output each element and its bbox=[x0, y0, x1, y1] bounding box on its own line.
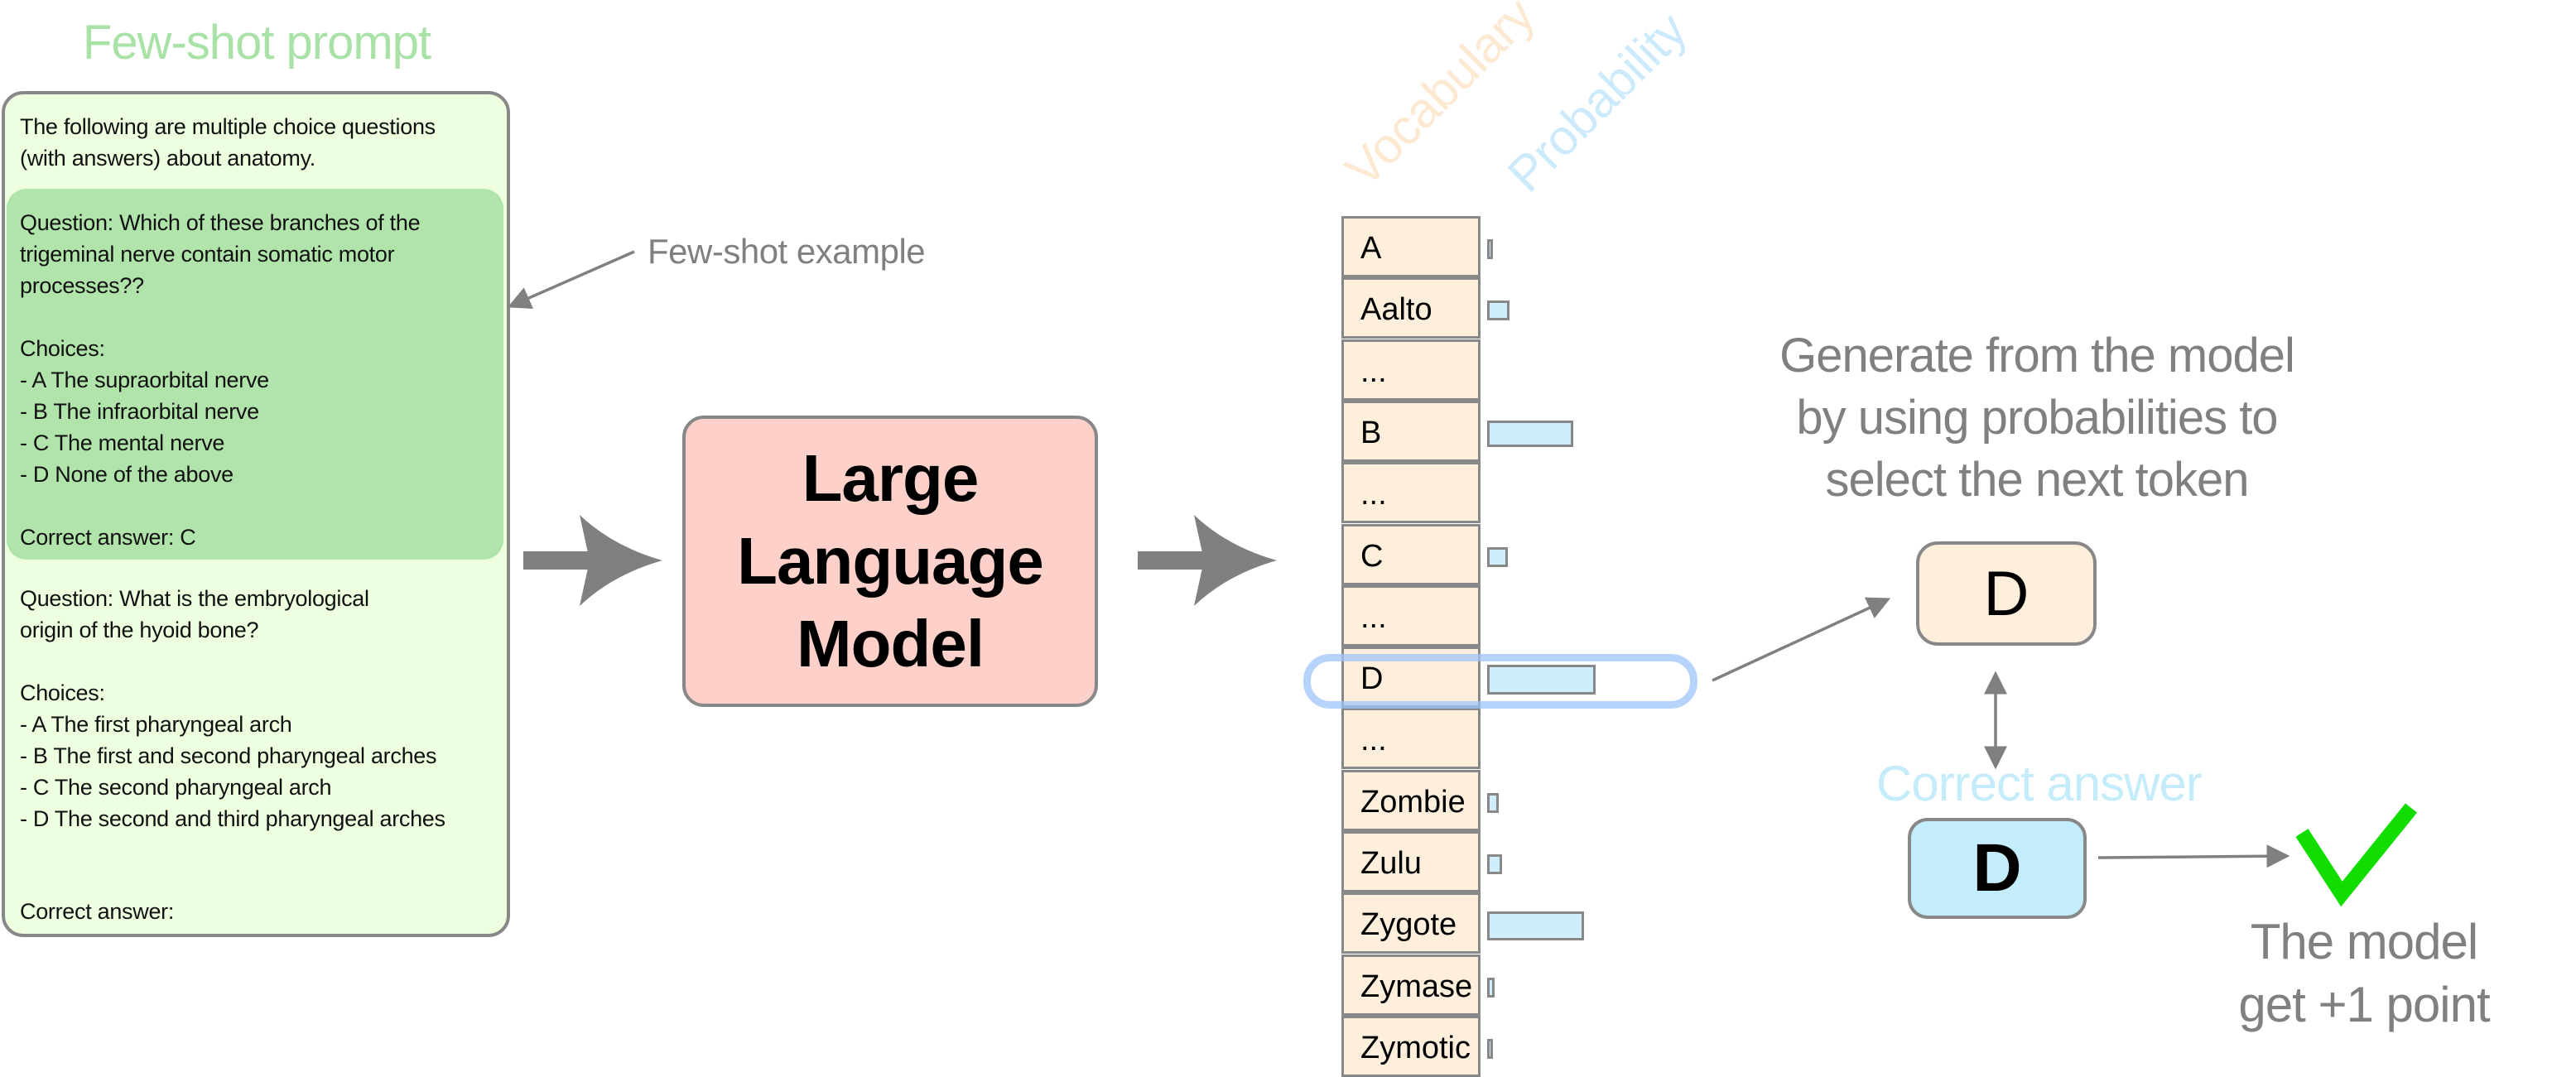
vocab-token: B bbox=[1360, 415, 1382, 450]
query-choice: - B The first and second pharyngeal arch… bbox=[20, 743, 437, 768]
vocab-token: Zulu bbox=[1360, 846, 1422, 881]
query-choice: - A The first pharyngeal arch bbox=[20, 712, 292, 737]
vocab-token: ... bbox=[1360, 477, 1387, 512]
few-shot-prompt-title: Few-shot prompt bbox=[82, 16, 431, 70]
query-answer-prompt: Correct answer: bbox=[20, 899, 175, 924]
vocab-row: Aalto bbox=[1341, 277, 1481, 339]
example-choice: - B The infraorbital nerve bbox=[20, 399, 259, 424]
generate-description: Generate from the model by using probabi… bbox=[1779, 329, 2295, 507]
example-choices-label: Choices: bbox=[20, 336, 105, 361]
vocab-token: Zymase bbox=[1360, 969, 1473, 1004]
query-choices-label: Choices: bbox=[20, 680, 105, 705]
example-question-line: Question: Which of these branches of the bbox=[20, 210, 421, 235]
probability-bar bbox=[1487, 665, 1596, 695]
probability-bar bbox=[1487, 420, 1573, 448]
example-question-line: trigeminal nerve contain somatic motor bbox=[20, 242, 395, 267]
probability-bar bbox=[1487, 977, 1495, 998]
right-arrow-icon bbox=[1138, 515, 1277, 606]
vocab-token: Zombie bbox=[1360, 784, 1466, 820]
example-question-line: processes?? bbox=[20, 273, 144, 298]
query-question-line: Question: What is the embryological bbox=[20, 586, 369, 611]
correct-answer-token: D bbox=[1972, 830, 2022, 906]
vocab-row: Zygote bbox=[1341, 892, 1481, 954]
example-choice: - D None of the above bbox=[20, 462, 234, 487]
probability-bar bbox=[1487, 911, 1585, 940]
llm-box: Large Language Model bbox=[682, 416, 1098, 707]
result-arrow bbox=[2097, 844, 2290, 868]
probability-bar bbox=[1487, 854, 1503, 875]
vocab-token: ... bbox=[1360, 723, 1387, 758]
vocab-row: ... bbox=[1341, 708, 1481, 770]
vocab-row: ... bbox=[1341, 584, 1481, 647]
vocab-row: Zymase bbox=[1341, 954, 1481, 1016]
generated-token: D bbox=[1983, 558, 2030, 629]
few-shot-pointer-arrow bbox=[507, 250, 635, 309]
few-shot-example-box bbox=[7, 189, 503, 560]
vocab-row: B bbox=[1341, 400, 1481, 462]
query-choice: - D The second and third pharyngeal arch… bbox=[20, 806, 445, 831]
vocab-token: D bbox=[1360, 661, 1384, 697]
correct-answer-label: Correct answer bbox=[1876, 756, 2203, 811]
vocab-row: C bbox=[1341, 523, 1481, 585]
vocab-token: Zymotic bbox=[1360, 1030, 1471, 1065]
generated-token-box: D bbox=[1916, 541, 2097, 646]
example-choice: - C The mental nerve bbox=[20, 430, 225, 455]
few-shot-example-label: Few-shot example bbox=[648, 232, 926, 271]
example-answer: Correct answer: C bbox=[20, 525, 196, 550]
vocab-token: A bbox=[1360, 231, 1382, 266]
vocab-row: Zulu bbox=[1341, 831, 1481, 892]
vocab-row: A bbox=[1341, 216, 1481, 277]
probability-bar bbox=[1487, 239, 1493, 260]
query-choice: - C The second pharyngeal arch bbox=[20, 775, 332, 800]
example-choice: - A The supraorbital nerve bbox=[20, 368, 269, 392]
vocab-row: ... bbox=[1341, 339, 1481, 401]
vocab-token: C bbox=[1360, 538, 1384, 574]
probability-bar bbox=[1487, 546, 1508, 567]
vocab-row: ... bbox=[1341, 462, 1481, 524]
vocab-row: Zombie bbox=[1341, 769, 1481, 831]
probability-bar bbox=[1487, 1039, 1493, 1060]
vocab-token: Aalto bbox=[1360, 292, 1432, 328]
llm-label: Large Language Model bbox=[737, 441, 1044, 680]
checkmark-icon bbox=[2295, 803, 2418, 907]
probability-bar bbox=[1487, 301, 1510, 321]
probability-bar bbox=[1487, 792, 1499, 813]
vocab-token: Zygote bbox=[1360, 907, 1457, 943]
correct-answer-box: D bbox=[1908, 818, 2087, 919]
right-arrow-icon bbox=[523, 515, 662, 606]
vocab-token: ... bbox=[1360, 353, 1387, 389]
query-question-line: origin of the hyoid bone? bbox=[20, 618, 259, 642]
prompt-intro-line: (with answers) about anatomy. bbox=[20, 146, 315, 171]
result-description: The model get +1 point bbox=[2238, 914, 2490, 1032]
select-token-arrow bbox=[1712, 597, 1891, 682]
selected-token-highlight bbox=[1303, 654, 1697, 709]
prompt-intro-line: The following are multiple choice questi… bbox=[20, 114, 436, 139]
vocab-token: ... bbox=[1360, 599, 1387, 635]
